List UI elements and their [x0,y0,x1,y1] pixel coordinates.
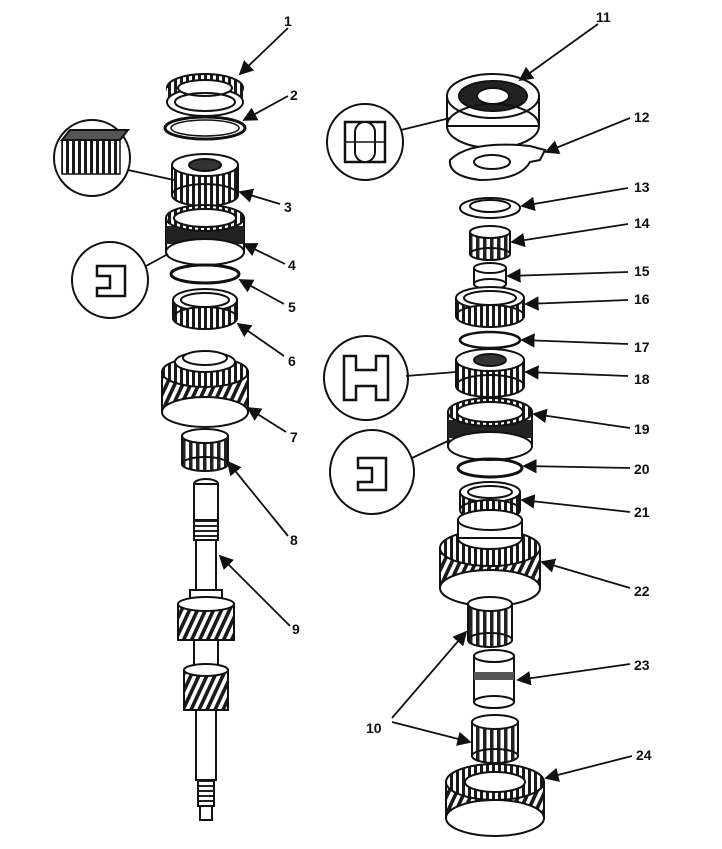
callout-10: 10 [366,720,382,736]
callout-4: 4 [288,257,296,273]
part-5-snap-ring [169,263,241,285]
part-9-mainshaft [177,478,235,821]
callout-16: 16 [634,291,650,307]
part-2-snap-ring [163,115,247,141]
callout-24: 24 [636,747,652,763]
callout-11: 11 [596,9,611,25]
callout-12: 12 [634,109,650,125]
part-3-synchronizer-hub [171,153,239,207]
part-13-thrust-washer [459,197,521,219]
callout-17: 17 [634,339,650,355]
callout-22: 22 [634,583,650,599]
detail-circle-key-4 [71,241,149,319]
part-7-helical-gear [161,350,249,428]
callout-numbers: 1 2 3 4 5 6 7 8 9 10 11 12 13 14 15 16 1… [284,9,652,763]
part-17-key-spring [458,330,522,350]
callout-14: 14 [634,215,650,231]
part-11-ball-bearing [446,73,540,149]
part-12-retainer-plate [448,143,547,182]
callout-23: 23 [634,657,650,673]
part-20-snap-ring [456,457,524,479]
callout-18: 18 [634,371,650,387]
part-24-helical-gear [445,763,545,837]
callout-21: 21 [634,504,650,520]
part-10-needle-bearing-upper [467,596,513,648]
callout-1: 1 [284,13,292,29]
part-16-synchronizer-ring [455,286,525,328]
callout-9: 9 [292,621,300,637]
part-22-helical-gear [439,509,541,607]
right-assembly [439,73,547,837]
callout-8: 8 [290,532,298,548]
leader-lines [127,23,633,782]
part-8-needle-bearing [181,428,229,472]
part-1-synchronizer-ring [166,73,244,117]
part-19-synchronizer-sleeve [447,397,533,461]
part-10-needle-bearing-lower [471,714,519,764]
part-4-synchronizer-sleeve [165,204,245,266]
detail-circle-key-19 [329,429,415,515]
callout-3: 3 [284,199,292,215]
callout-6: 6 [288,353,296,369]
part-6-synchronizer-ring [172,288,238,330]
part-14-needle-bearing [469,225,511,261]
detail-circle-key-18 [323,335,409,421]
callout-20: 20 [634,461,650,477]
part-15-collar [473,262,507,290]
detail-circle-bearing-section [326,103,404,181]
left-assembly [161,73,249,821]
callout-15: 15 [634,263,650,279]
callout-5: 5 [288,299,296,315]
part-18-synchronizer-hub [455,348,525,398]
callout-2: 2 [290,87,298,103]
callout-19: 19 [634,421,650,437]
detail-circle-teeth [53,119,131,197]
callout-13: 13 [634,179,650,195]
callout-7: 7 [290,429,298,445]
part-23-collar [473,649,515,709]
